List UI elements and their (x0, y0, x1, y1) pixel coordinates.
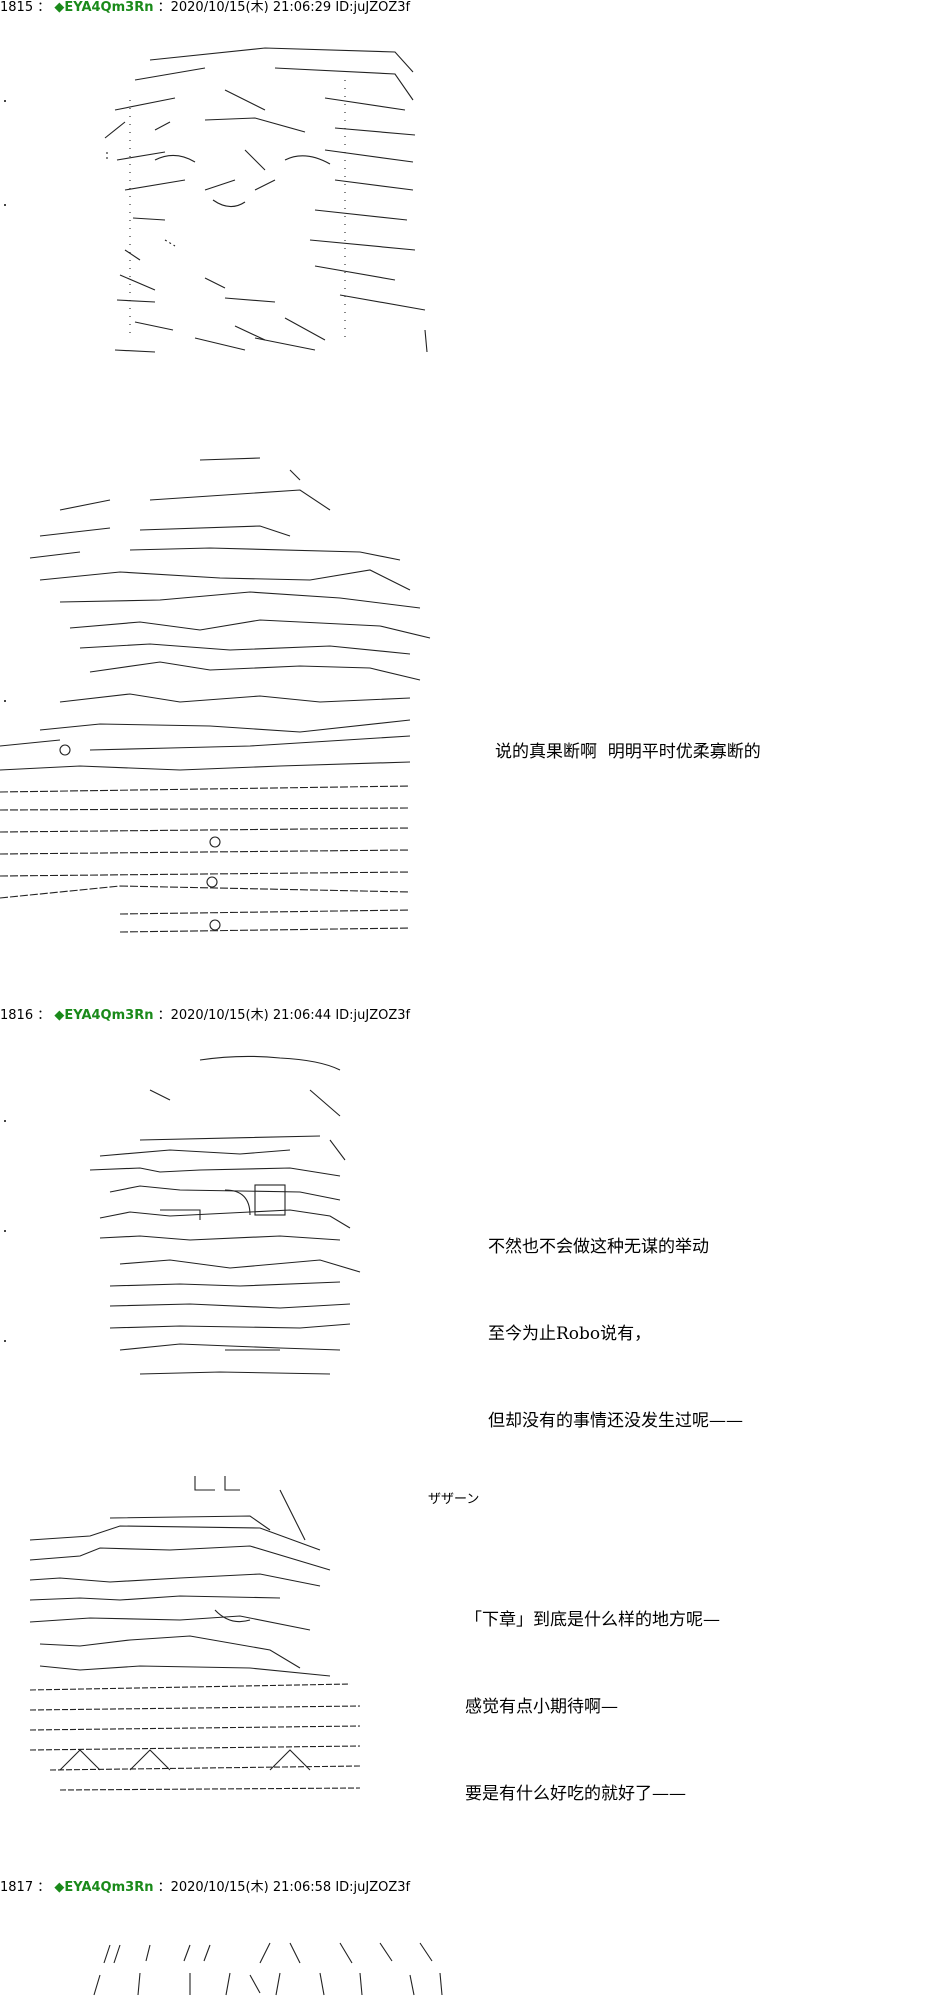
trip-diamond-icon: ◆ (54, 0, 65, 15)
margin-dot (4, 204, 6, 206)
post-header-1816: 1816 ： ◆EYA4Qm3Rn ：2020/10/15(木) 21:06:4… (0, 1008, 410, 1024)
poster-name[interactable]: EYA4Qm3Rn (64, 0, 154, 15)
post-date: ：2020/10/15(木) 21:06:58 ID:juJZOZ3f (157, 1880, 411, 1895)
post-date: ：2020/10/15(木) 21:06:44 ID:juJZOZ3f (157, 1008, 411, 1023)
trip-diamond-icon: ◆ (54, 1008, 65, 1023)
poster-name[interactable]: EYA4Qm3Rn (64, 1880, 154, 1895)
dialogue-line: 「下章」到底是什么样的地方呢— (465, 1610, 720, 1630)
ascii-art-portrait-2 (0, 440, 440, 940)
post-separator: ： (37, 1880, 51, 1895)
margin-dot (4, 700, 6, 702)
trip-diamond-icon: ◆ (54, 1880, 65, 1895)
sound-effect-text: ザザーン (428, 1492, 480, 1507)
dialogue-1816-b: 「下章」到底是什么样的地方呢— 感觉有点小期待啊— 要是有什么好吃的就好了—— (465, 1548, 720, 1838)
post-number: 1815 (0, 0, 34, 15)
dialogue-line: 至今为止Robo说有， (488, 1324, 652, 1344)
dialogue-line: 说的真果断啊 明明平时优柔寡断的 (495, 742, 761, 762)
dialogue-line: 感觉有点小期待啊— (465, 1697, 618, 1717)
post-header-1817: 1817 ： ◆EYA4Qm3Rn ：2020/10/15(木) 21:06:5… (0, 1880, 410, 1896)
dialogue-line: 要是有什么好吃的就好了—— (465, 1784, 686, 1804)
margin-dot (4, 1230, 6, 1232)
post-date: ：2020/10/15(木) 21:06:29 ID:juJZOZ3f (157, 0, 411, 15)
post-separator: ： (37, 0, 51, 15)
margin-dot (4, 100, 6, 102)
ascii-art-portrait-1 (95, 40, 435, 360)
dialogue-line: 但却没有的事情还没发生过呢—— (488, 1411, 743, 1431)
dialogue-line: 不然也不会做这种无谋的举动 (488, 1237, 709, 1257)
ascii-art-portrait-3 (80, 1050, 380, 1390)
post-header-1815: 1815 ： ◆EYA4Qm3Rn ：2020/10/15(木) 21:06:2… (0, 0, 410, 16)
ascii-art-portrait-5 (80, 1935, 460, 2000)
post-separator: ： (37, 1008, 51, 1023)
ascii-art-portrait-4 (20, 1470, 380, 1810)
poster-name[interactable]: EYA4Qm3Rn (64, 1008, 154, 1023)
post-number: 1817 (0, 1880, 34, 1895)
margin-dot (4, 1120, 6, 1122)
dialogue-1815: 说的真果断啊 明明平时优柔寡断的 (495, 680, 761, 796)
dialogue-1816-a: 不然也不会做这种无谋的举动 至今为止Robo说有， 但却没有的事情还没发生过呢—… (488, 1175, 743, 1465)
post-number: 1816 (0, 1008, 34, 1023)
margin-dot (4, 1340, 6, 1342)
